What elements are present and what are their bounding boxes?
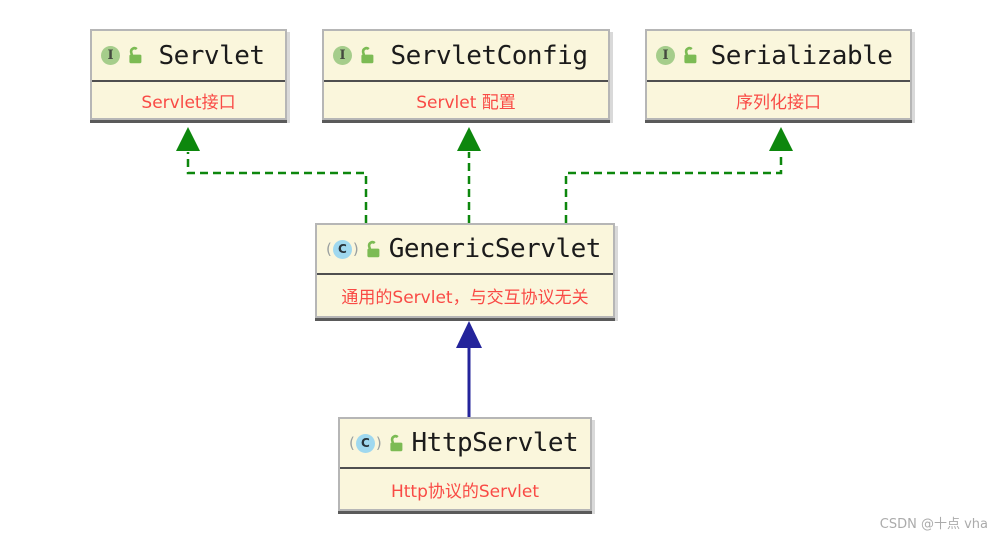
- node-comment: Servlet 配置: [324, 80, 608, 118]
- edge-implements-servlet[interactable]: [176, 127, 368, 223]
- node-servletconfig[interactable]: I ServletConfig Servlet 配置: [322, 29, 610, 120]
- node-comment: 通用的Servlet，与交互协议无关: [317, 273, 613, 316]
- node-comment: Http协议的Servlet: [340, 467, 590, 509]
- edge-implements-servletconfig[interactable]: [457, 127, 481, 223]
- node-title: ServletConfig: [390, 40, 589, 71]
- node-comment: Servlet接口: [92, 80, 285, 118]
- edge-implements-serializable[interactable]: [564, 127, 793, 223]
- node-comment: 序列化接口: [647, 80, 910, 118]
- unlocked-padlock-icon: [365, 239, 383, 259]
- interface-icon: I: [333, 46, 352, 65]
- node-header: I Serializable: [647, 31, 910, 80]
- unlocked-padlock-icon: [388, 433, 406, 453]
- interface-icon: I: [656, 46, 675, 65]
- node-title: GenericServlet: [388, 234, 602, 264]
- node-title: HttpServlet: [411, 428, 579, 458]
- unlocked-padlock-icon: [126, 46, 144, 66]
- edge-extends-genericservlet[interactable]: [456, 321, 482, 417]
- node-header: I Servlet: [92, 31, 285, 80]
- unlocked-padlock-icon: [358, 46, 376, 66]
- class-icon: C: [349, 433, 382, 453]
- node-genericservlet[interactable]: C GenericServlet 通用的Servlet，与交互协议无关: [315, 223, 615, 318]
- node-httpservlet[interactable]: C HttpServlet Http协议的Servlet: [338, 417, 592, 511]
- class-icon: C: [326, 239, 359, 259]
- node-header: C GenericServlet: [317, 225, 613, 273]
- node-header: I ServletConfig: [324, 31, 608, 80]
- node-header: C HttpServlet: [340, 419, 590, 467]
- node-title: Serializable: [710, 40, 893, 71]
- node-serializable[interactable]: I Serializable 序列化接口: [645, 29, 912, 120]
- node-servlet[interactable]: I Servlet Servlet接口: [90, 29, 287, 120]
- interface-icon: I: [101, 46, 120, 65]
- csdn-watermark: CSDN @十点 vha: [879, 517, 988, 532]
- unlocked-padlock-icon: [681, 46, 699, 66]
- node-title: Servlet: [158, 40, 265, 71]
